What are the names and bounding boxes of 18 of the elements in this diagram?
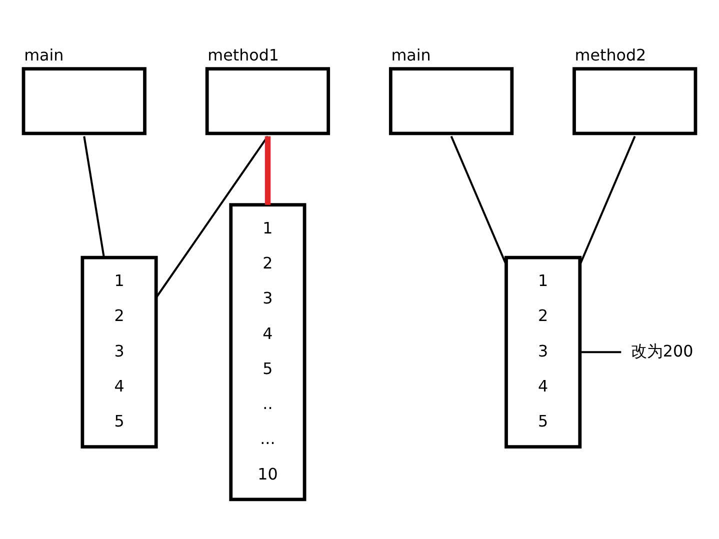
node-box: 1 2 3 4 5 .. ... 10	[229, 202, 306, 501]
node-box	[388, 66, 514, 135]
node-box	[205, 66, 330, 135]
node-box: 1 2 3 4 5	[504, 255, 582, 448]
node-box: 1 2 3 4 5	[80, 255, 158, 448]
connector	[450, 135, 508, 264]
node-text: 改为200	[630, 340, 694, 360]
node-label: method2	[574, 45, 646, 64]
connector	[83, 136, 105, 258]
connector	[579, 135, 636, 264]
connector	[156, 135, 269, 298]
connector	[580, 350, 622, 353]
node-label: method1	[208, 45, 279, 64]
node-box	[22, 66, 146, 135]
node-box	[572, 66, 698, 135]
node-label: main	[391, 45, 431, 64]
node-label: main	[24, 45, 64, 64]
connector	[264, 136, 271, 204]
